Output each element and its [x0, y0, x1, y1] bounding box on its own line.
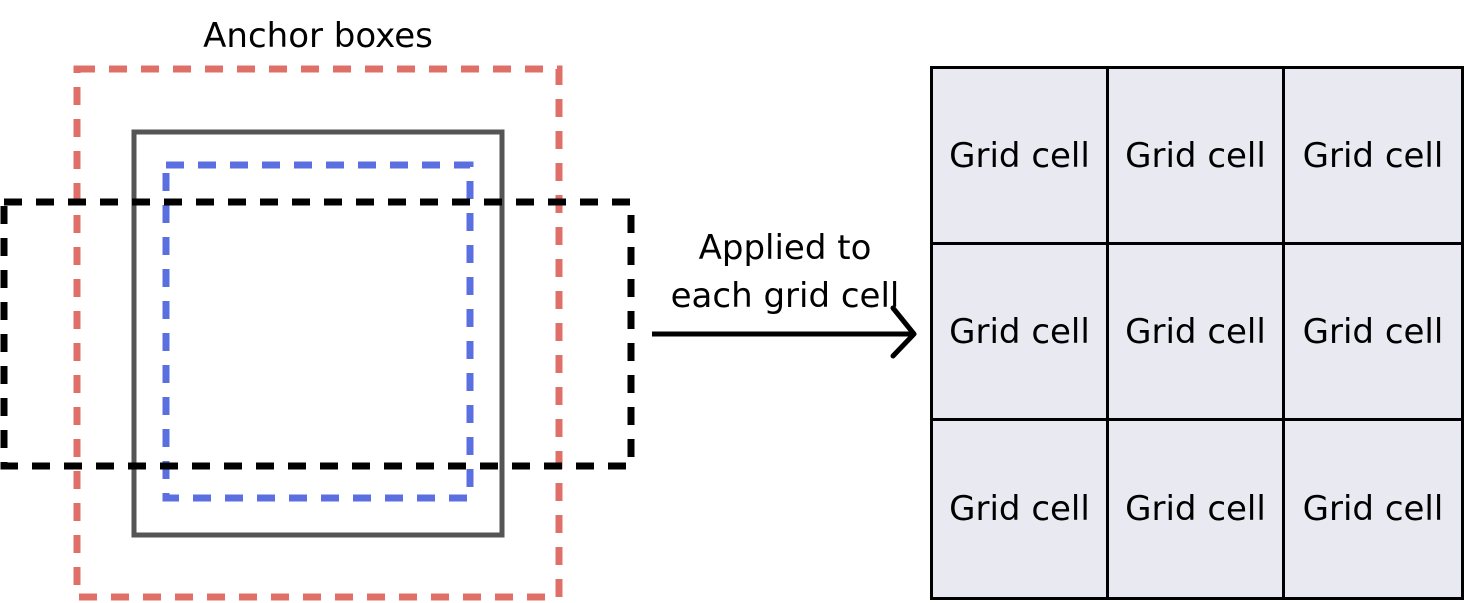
arrow-label-line2: each grid cell: [670, 276, 900, 316]
arrow-label-line1: Applied to: [698, 228, 872, 268]
anchor-box-blue: [162, 161, 474, 502]
arrow-head: [890, 305, 917, 359]
grid-cell: Grid cell: [1109, 69, 1285, 245]
arrow-label: Applied to each grid cell: [640, 224, 930, 320]
anchor-boxes-title: Anchor boxes: [203, 16, 433, 56]
reference-box-gray: [131, 129, 505, 538]
anchor-box-red: [73, 65, 563, 601]
grid-cell: Grid cell: [1109, 421, 1285, 597]
grid-cell: Grid cell: [933, 245, 1109, 421]
grid-3x3: Grid cell Grid cell Grid cell Grid cell …: [930, 66, 1464, 600]
grid-cell: Grid cell: [1285, 245, 1461, 421]
grid-cell: Grid cell: [933, 421, 1109, 597]
anchor-box-black: [0, 198, 635, 470]
grid-cell: Grid cell: [933, 69, 1109, 245]
grid-cell: Grid cell: [1302, 489, 1444, 529]
grid-cell: Grid cell: [1285, 69, 1461, 245]
grid-cell: Grid cell: [1109, 245, 1285, 421]
